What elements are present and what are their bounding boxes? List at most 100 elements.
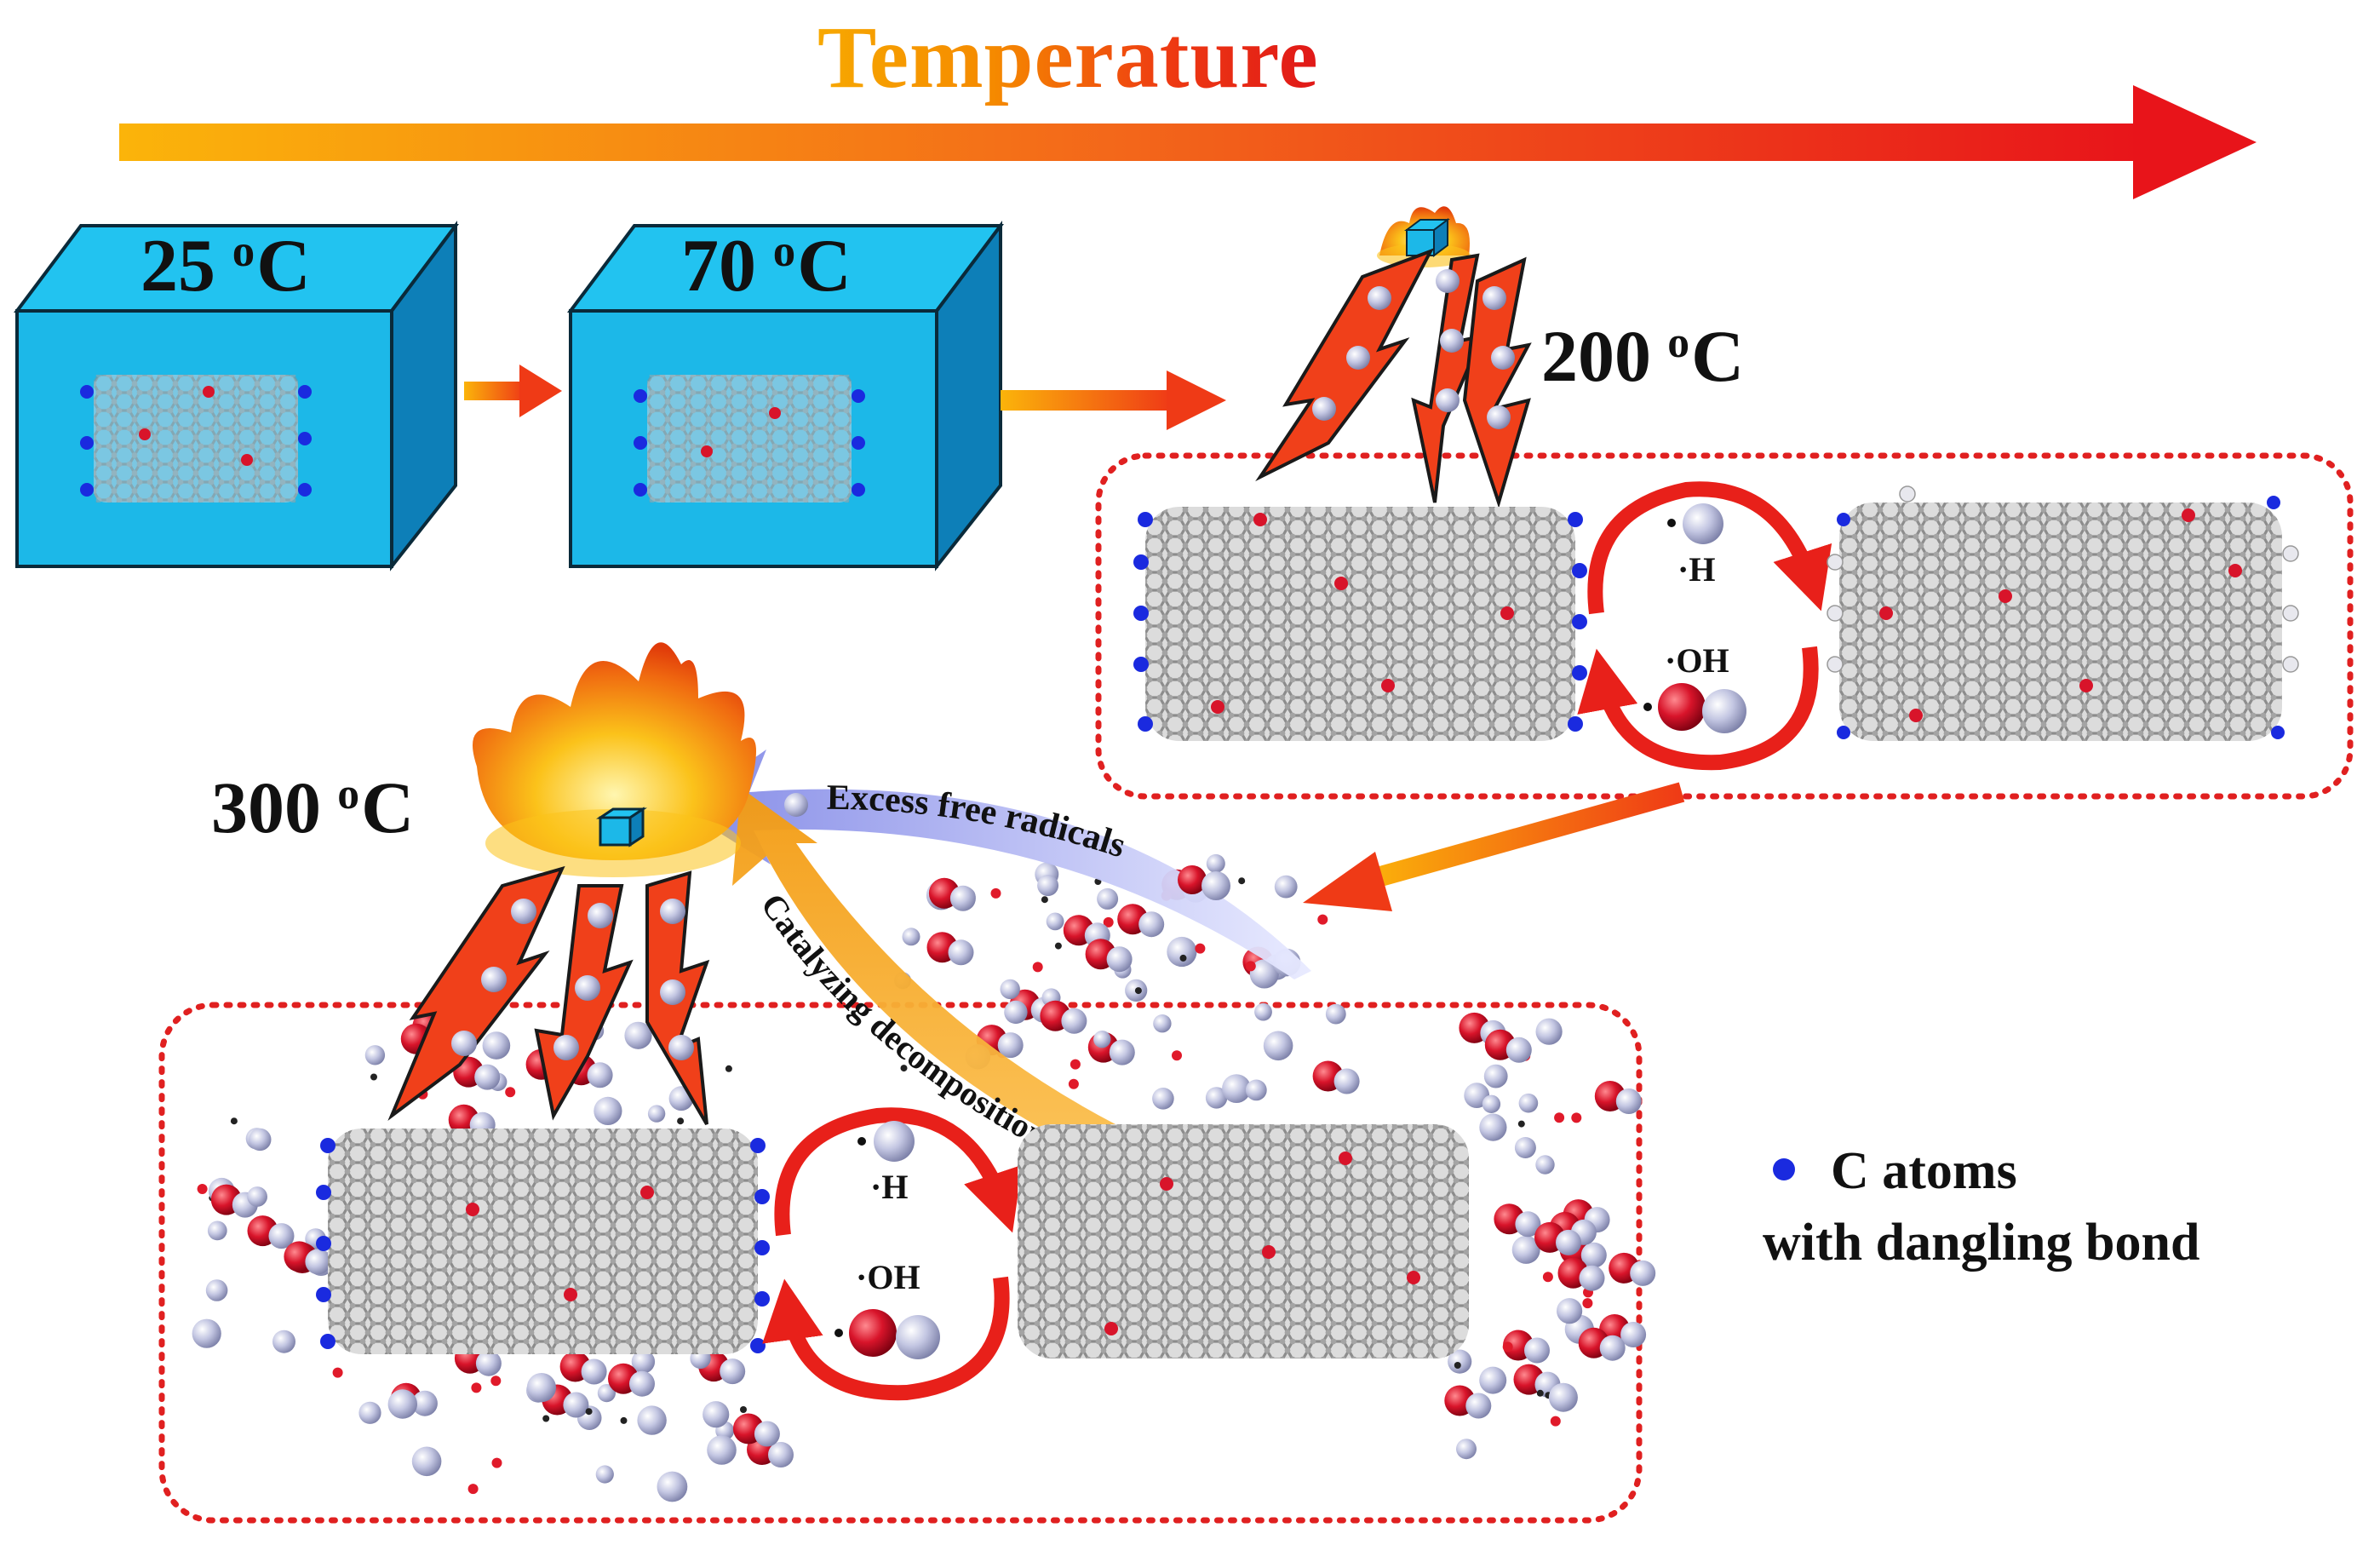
radical-atom bbox=[581, 1358, 607, 1385]
radical-atom bbox=[1556, 1229, 1581, 1255]
molecule-cluster-70c bbox=[634, 375, 865, 503]
radical-atom bbox=[475, 1350, 502, 1376]
radical-atom bbox=[1153, 1014, 1172, 1033]
radical-atom bbox=[1524, 1337, 1550, 1364]
radical-atom bbox=[624, 1021, 652, 1049]
radical-atom bbox=[948, 939, 974, 966]
radical-atom bbox=[1582, 1298, 1593, 1309]
radical-atom bbox=[1456, 1439, 1477, 1460]
radical-atom bbox=[597, 1384, 617, 1403]
radical-atom bbox=[526, 1373, 557, 1403]
box-25c bbox=[14, 221, 459, 571]
radical-atom bbox=[585, 1408, 593, 1416]
radical-atom bbox=[1068, 1078, 1079, 1089]
radical-atom bbox=[1046, 912, 1064, 931]
radical-atom bbox=[1535, 1018, 1563, 1045]
radical-atom bbox=[677, 1117, 685, 1125]
radical-atom bbox=[1245, 961, 1256, 972]
label-70c-unit: C bbox=[797, 225, 852, 307]
radical-atom bbox=[411, 1446, 442, 1477]
label-25c: 25 oC bbox=[141, 223, 311, 309]
radical-atom bbox=[1483, 1064, 1508, 1088]
nanotube-300c-left bbox=[316, 1129, 770, 1354]
radical-atom bbox=[192, 1318, 221, 1348]
radical-atom bbox=[272, 1330, 295, 1353]
radical-atom bbox=[1630, 1260, 1656, 1286]
arrow-200-to-300 bbox=[1303, 782, 1685, 911]
radical-atom bbox=[1041, 896, 1048, 904]
label-200c-value: 200 bbox=[1541, 315, 1651, 397]
radical-atom bbox=[1599, 1335, 1626, 1361]
radical-atom bbox=[1222, 1074, 1251, 1103]
label-200c-sup: o bbox=[1667, 318, 1690, 367]
radical-atom bbox=[230, 1117, 238, 1125]
radical-atom bbox=[1109, 1039, 1135, 1065]
label-300c-value: 300 bbox=[211, 767, 321, 848]
radical-atom bbox=[720, 1358, 746, 1385]
radical-atom bbox=[1325, 1003, 1346, 1025]
radical-atom bbox=[1518, 1093, 1539, 1113]
radical-atom bbox=[1557, 1298, 1583, 1324]
nanotube-200c-right bbox=[1827, 485, 2299, 741]
label-300c-sup: o bbox=[337, 769, 360, 818]
legend-dot bbox=[1773, 1158, 1795, 1180]
radical-atom bbox=[754, 1421, 780, 1447]
catalyst-300c bbox=[473, 642, 756, 877]
radical-atom bbox=[740, 1406, 747, 1413]
radical-atom bbox=[1195, 943, 1206, 954]
radical-atom bbox=[1517, 1120, 1525, 1128]
radical-atom bbox=[900, 1065, 908, 1072]
radical-atom bbox=[1502, 1341, 1513, 1353]
radical-h-300: ·H bbox=[870, 1168, 909, 1206]
radical-atom bbox=[1511, 1235, 1540, 1264]
radical-atom bbox=[364, 1045, 386, 1065]
radical-atom bbox=[1479, 1113, 1507, 1141]
radical-atom bbox=[1548, 1382, 1578, 1412]
radical-atom bbox=[1550, 1416, 1561, 1427]
temperature-title: Temperature bbox=[817, 9, 1319, 106]
radical-atom bbox=[505, 1087, 516, 1098]
radical-atom bbox=[1542, 1272, 1553, 1283]
region-200c bbox=[1095, 452, 2354, 800]
radical-atom bbox=[1093, 1031, 1111, 1048]
label-25c-unit: C bbox=[256, 225, 311, 307]
radical-atom bbox=[1152, 1088, 1174, 1110]
radical-atom bbox=[997, 1032, 1024, 1059]
radical-atom bbox=[1206, 853, 1225, 873]
radical-atom bbox=[411, 1390, 438, 1416]
radical-atom bbox=[332, 1367, 343, 1378]
radical-atom bbox=[1536, 1389, 1544, 1397]
legend-line2: with dangling bond bbox=[1763, 1214, 2200, 1272]
radical-atom bbox=[387, 1389, 417, 1419]
radical-atom bbox=[647, 1105, 666, 1123]
arrow-25-to-70 bbox=[464, 365, 562, 417]
radical-atom bbox=[474, 1064, 501, 1090]
radical-atom bbox=[902, 928, 920, 946]
radical-atom bbox=[1245, 1079, 1267, 1101]
nanotube-200c-left bbox=[1133, 507, 1587, 741]
radical-atom bbox=[1138, 911, 1165, 938]
radical-atom bbox=[1097, 887, 1119, 910]
temperature-arrow bbox=[119, 85, 2257, 199]
radical-atom bbox=[1054, 942, 1062, 950]
radical-atom bbox=[1505, 1037, 1532, 1063]
radical-atom bbox=[1579, 1265, 1605, 1291]
radical-atom bbox=[1249, 959, 1279, 989]
radical-atom bbox=[990, 887, 1001, 899]
radical-atom bbox=[482, 1031, 511, 1060]
radical-atom bbox=[707, 1435, 737, 1465]
molecule-cluster-25c bbox=[80, 375, 312, 503]
radical-atom bbox=[595, 1465, 614, 1484]
radical-exchange-300c bbox=[762, 1107, 1023, 1401]
radical-atom bbox=[1070, 1059, 1081, 1070]
radical-atom bbox=[471, 1382, 482, 1393]
radical-atom bbox=[268, 1223, 295, 1249]
radical-atom bbox=[1274, 875, 1298, 899]
radical-atom bbox=[1620, 1322, 1647, 1347]
label-300c: 300 oC bbox=[211, 765, 414, 850]
radical-atom bbox=[1238, 877, 1246, 885]
radical-atom bbox=[1032, 962, 1043, 973]
radical-atom bbox=[1167, 936, 1197, 968]
radical-atom bbox=[370, 1073, 377, 1081]
